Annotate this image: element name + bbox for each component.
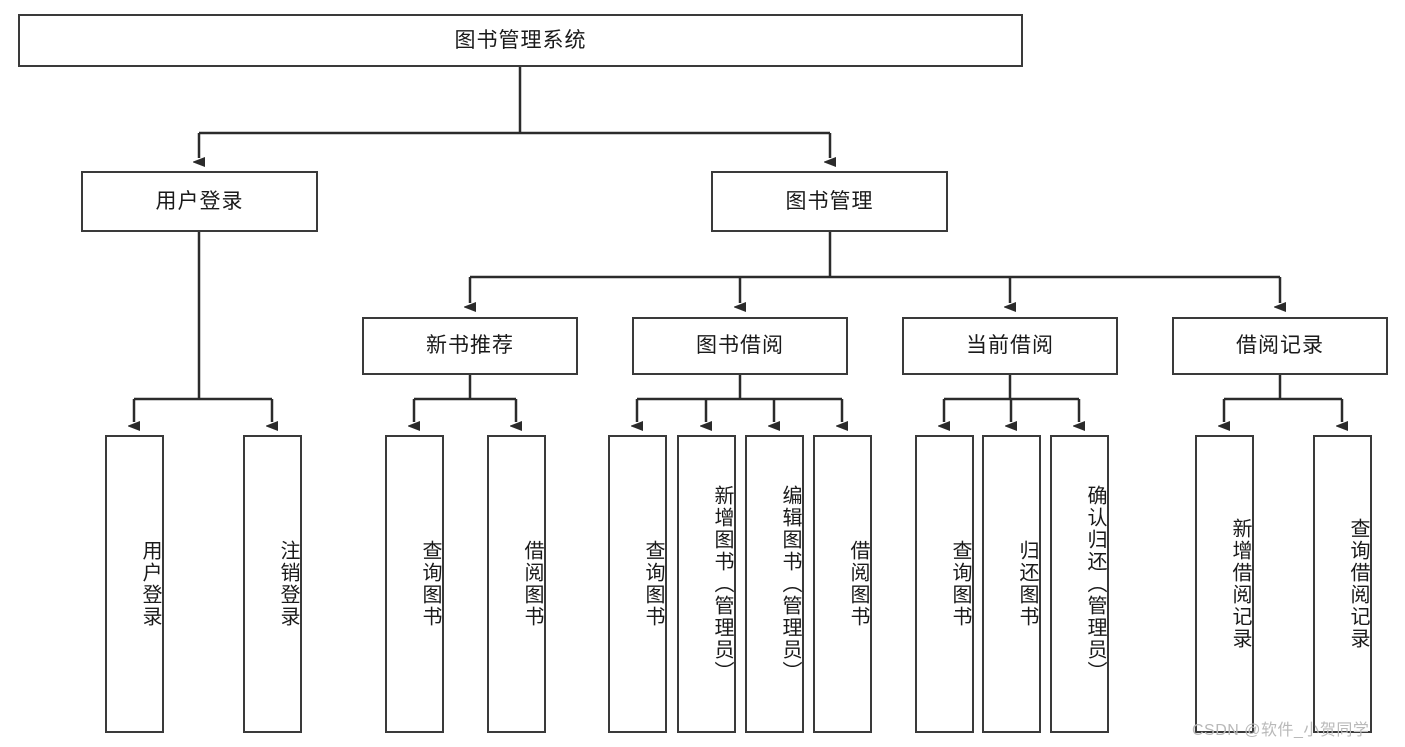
leaf-add-book-label: 新增图书（管理员） bbox=[711, 485, 733, 683]
node-book-manage[interactable]: 图书管理 bbox=[711, 171, 948, 232]
leaf-borrow-book-2-label: 借阅图书 bbox=[847, 540, 869, 628]
node-current-borrow[interactable]: 当前借阅 bbox=[902, 317, 1118, 375]
leaf-edit-book-label: 编辑图书（管理员） bbox=[779, 485, 801, 683]
node-borrow-record-label: 借阅记录 bbox=[1236, 334, 1324, 358]
node-new-book-rec[interactable]: 新书推荐 bbox=[362, 317, 578, 375]
node-user-login[interactable]: 用户登录 bbox=[81, 171, 318, 232]
node-root[interactable]: 图书管理系统 bbox=[18, 14, 1023, 67]
node-root-label: 图书管理系统 bbox=[454, 28, 587, 52]
leaf-query-book-3[interactable]: 查询图书 bbox=[915, 435, 974, 733]
leaf-borrow-book-2[interactable]: 借阅图书 bbox=[813, 435, 872, 733]
node-book-manage-label: 图书管理 bbox=[785, 189, 874, 213]
leaf-add-record[interactable]: 新增借阅记录 bbox=[1195, 435, 1254, 733]
leaf-confirm-return-label: 确认归还（管理员） bbox=[1084, 485, 1106, 683]
leaf-edit-book[interactable]: 编辑图书（管理员） bbox=[745, 435, 804, 733]
leaf-query-book-2-label: 查询图书 bbox=[642, 540, 664, 628]
leaf-user-logout[interactable]: 注销登录 bbox=[243, 435, 302, 733]
node-book-borrow[interactable]: 图书借阅 bbox=[632, 317, 848, 375]
leaf-query-book-2[interactable]: 查询图书 bbox=[608, 435, 667, 733]
leaf-return-book-label: 归还图书 bbox=[1016, 540, 1038, 628]
csdn-watermark: CSDN @软件_小贺同学 bbox=[1192, 722, 1370, 739]
node-current-borrow-label: 当前借阅 bbox=[966, 334, 1054, 358]
node-book-borrow-label: 图书借阅 bbox=[696, 334, 784, 358]
leaf-user-login-label: 用户登录 bbox=[139, 540, 161, 628]
leaf-query-record[interactable]: 查询借阅记录 bbox=[1313, 435, 1372, 733]
leaf-user-login[interactable]: 用户登录 bbox=[105, 435, 164, 733]
leaf-query-book-1[interactable]: 查询图书 bbox=[385, 435, 444, 733]
leaf-borrow-book-1[interactable]: 借阅图书 bbox=[487, 435, 546, 733]
leaf-query-book-3-label: 查询图书 bbox=[949, 540, 971, 628]
leaf-confirm-return[interactable]: 确认归还（管理员） bbox=[1050, 435, 1109, 733]
leaf-user-logout-label: 注销登录 bbox=[277, 540, 299, 628]
leaf-add-book[interactable]: 新增图书（管理员） bbox=[677, 435, 736, 733]
node-borrow-record[interactable]: 借阅记录 bbox=[1172, 317, 1388, 375]
leaf-query-book-1-label: 查询图书 bbox=[419, 540, 441, 628]
leaf-borrow-book-1-label: 借阅图书 bbox=[521, 540, 543, 628]
leaf-query-record-label: 查询借阅记录 bbox=[1347, 518, 1369, 650]
leaf-add-record-label: 新增借阅记录 bbox=[1229, 518, 1251, 650]
node-new-book-rec-label: 新书推荐 bbox=[426, 334, 514, 358]
node-user-login-label: 用户登录 bbox=[155, 189, 244, 213]
leaf-return-book[interactable]: 归还图书 bbox=[982, 435, 1041, 733]
